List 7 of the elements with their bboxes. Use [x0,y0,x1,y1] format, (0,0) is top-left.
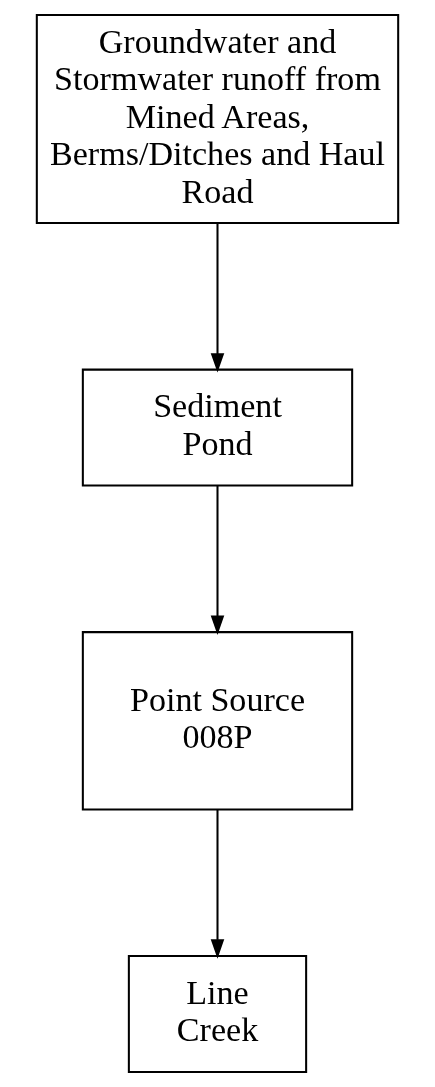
node-box: Line Creek [127,954,308,1073]
arrow [210,223,225,373]
node-box: Groundwater and Stormwater runoff from Mined Areas, Berms/Ditches and Haul Road [35,14,400,225]
node-box: Sediment Pond [81,368,354,487]
arrow [210,809,225,959]
node-box: Point Source 008P [81,631,354,811]
arrow [210,485,225,635]
